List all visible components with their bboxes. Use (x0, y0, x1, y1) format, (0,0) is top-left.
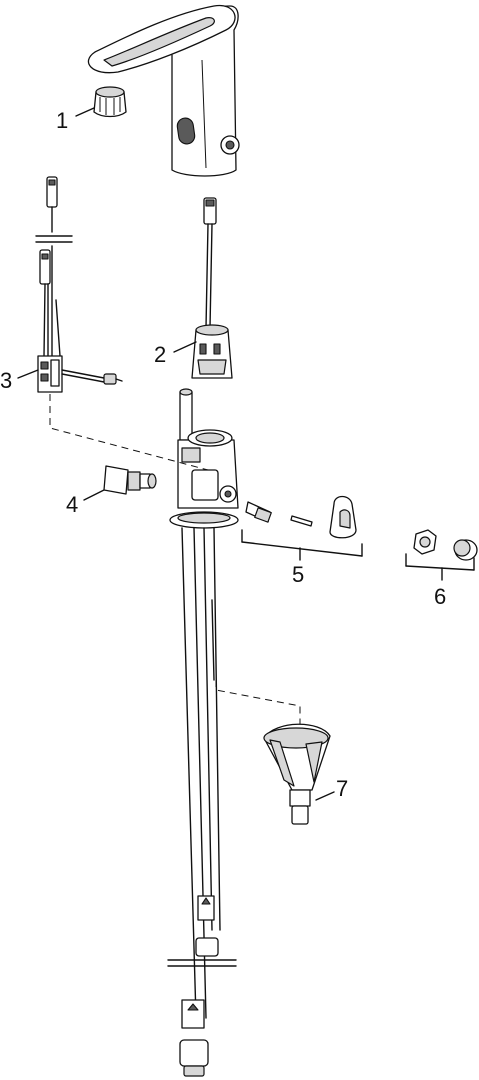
part-3-cable-assembly (17, 176, 123, 393)
part-5-handle-set (241, 495, 363, 561)
connection-line-tool (215, 668, 301, 726)
part-2-sensor-plug (173, 197, 233, 379)
part-1-aerator (75, 86, 127, 118)
callout-7: 7 (336, 776, 348, 801)
part-7-mounting-tool (263, 723, 335, 825)
callout-4: 4 (66, 492, 78, 517)
callout-6: 6 (434, 584, 446, 609)
part-6-nut-and-cap (405, 529, 478, 581)
faucet-body (87, 4, 240, 177)
callout-1: 1 (56, 108, 68, 133)
supply-hoses (167, 527, 237, 1077)
mixer-body (169, 388, 239, 529)
part-4-cartridge (83, 465, 157, 501)
callout-5: 5 (292, 562, 304, 587)
callout-2: 2 (154, 342, 166, 367)
callout-3: 3 (0, 368, 12, 393)
